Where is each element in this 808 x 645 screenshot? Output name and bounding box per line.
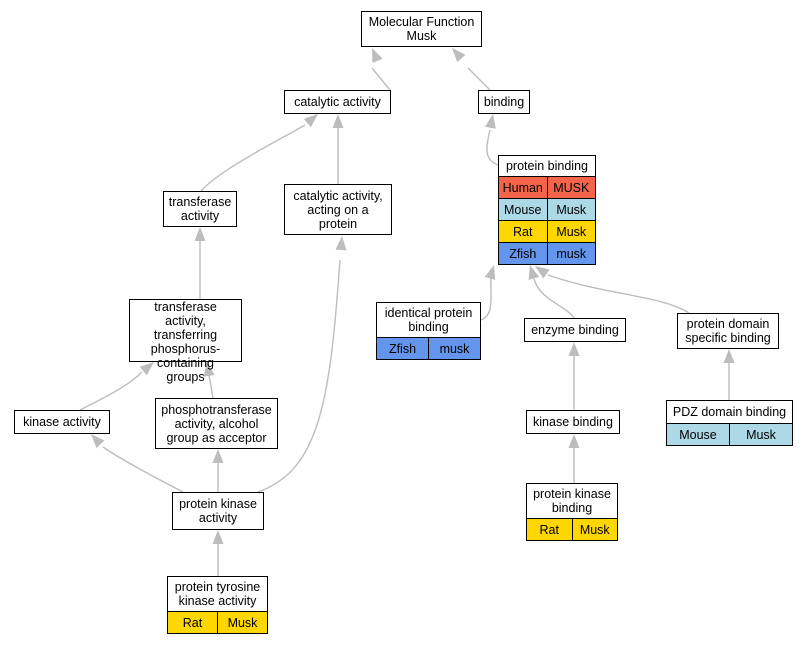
node-title: protein kinase binding: [533, 487, 611, 515]
node-pk[interactable]: protein kinase activity: [172, 492, 264, 530]
node-kinase-binding[interactable]: kinase binding: [526, 410, 620, 434]
node-title: PDZ domain binding: [672, 405, 787, 419]
annotation-row: Zfish musk: [377, 337, 480, 359]
node-binding[interactable]: binding: [478, 90, 530, 114]
node-cat-protein[interactable]: catalytic activity, acting on a protein: [284, 184, 392, 235]
edge-arrowhead: [484, 265, 496, 280]
species-cell: Mouse: [503, 202, 542, 217]
node-enzyme[interactable]: enzyme binding: [524, 318, 626, 342]
edge-line: [533, 278, 575, 319]
edge-line: [480, 274, 492, 321]
edge-arrowhead: [212, 449, 224, 463]
species-cell: Zfish: [509, 246, 537, 261]
species-cell: Rat: [539, 522, 559, 537]
edge-arrowhead: [194, 227, 206, 241]
gene-cell: Musk: [546, 199, 596, 220]
edge-arrowhead: [568, 342, 580, 356]
edge-line: [467, 67, 491, 91]
annotation-row: Rat Musk: [168, 611, 267, 633]
species-cell: Rat: [513, 224, 533, 239]
gene-cell: Musk: [729, 424, 792, 445]
edge-arrowhead: [332, 114, 344, 128]
edge-arrowhead: [303, 114, 318, 128]
node-title: protein kinase activity: [179, 497, 257, 525]
edge-arrowhead: [91, 434, 105, 449]
annotation-row: Zfish musk: [499, 242, 595, 264]
species-cell: Rat: [182, 615, 203, 630]
edge-line: [257, 259, 341, 493]
edge-line: [371, 67, 391, 91]
node-kinase[interactable]: kinase activity: [14, 410, 110, 434]
node-title: transferase activity, transferring phosp…: [150, 300, 221, 384]
edge-line: [200, 124, 306, 192]
node-title: enzyme binding: [531, 323, 619, 337]
edge-line: [102, 446, 184, 493]
edge-arrowhead: [723, 349, 735, 363]
species-cell: Human: [502, 180, 543, 195]
annotation-row: Rat Musk: [527, 518, 617, 540]
node-title: kinase binding: [533, 415, 613, 429]
gene-cell: Musk: [217, 612, 267, 633]
node-trans-phos[interactable]: transferase activity, transferring phosp…: [129, 299, 242, 384]
node-title: catalytic activity, acting on a protein: [293, 188, 383, 231]
annotation-row: Rat Musk: [499, 220, 595, 242]
species-cell: Mouse: [679, 427, 717, 442]
edge-line: [486, 129, 499, 166]
node-title: protein binding: [505, 159, 588, 173]
edge-line: [547, 274, 690, 314]
node-title: catalytic activity: [294, 95, 381, 109]
node-title: identical protein binding: [384, 306, 473, 334]
gene-cell: musk: [546, 243, 596, 264]
node-title: binding: [483, 95, 525, 109]
annotation-row: Mouse Musk: [667, 423, 792, 445]
node-pdomain[interactable]: protein domain specific binding: [677, 313, 779, 349]
node-title: kinase activity: [23, 415, 101, 429]
node-mf[interactable]: Molecular Function Musk: [361, 11, 482, 47]
node-catalytic[interactable]: catalytic activity: [284, 90, 391, 114]
gene-cell: MUSK: [546, 177, 596, 198]
edge-arrowhead: [212, 530, 224, 544]
species-cell: Zfish: [388, 341, 417, 356]
edge-arrowhead: [568, 434, 580, 448]
node-title: Molecular Function Musk: [368, 15, 475, 43]
edge-arrowhead: [528, 265, 540, 280]
annotation-row: Mouse Musk: [499, 198, 595, 220]
gene-cell: Musk: [546, 221, 596, 242]
node-title: phosphotransferase activity, alcohol gro…: [161, 402, 272, 445]
gene-cell: musk: [428, 338, 480, 359]
edge-arrowhead: [372, 48, 383, 64]
node-title: protein tyrosine kinase activity: [174, 580, 261, 608]
edge-arrowhead: [452, 48, 466, 63]
edge-arrowhead: [485, 114, 496, 129]
node-transferase[interactable]: transferase activity: [163, 191, 237, 227]
node-title: transferase activity: [168, 195, 232, 223]
edge-arrowhead: [335, 236, 347, 251]
gene-cell: Musk: [571, 519, 618, 540]
node-title: protein domain specific binding: [685, 317, 771, 345]
edge-arrowhead: [535, 266, 550, 279]
node-phospho[interactable]: phosphotransferase activity, alcohol gro…: [155, 398, 278, 449]
